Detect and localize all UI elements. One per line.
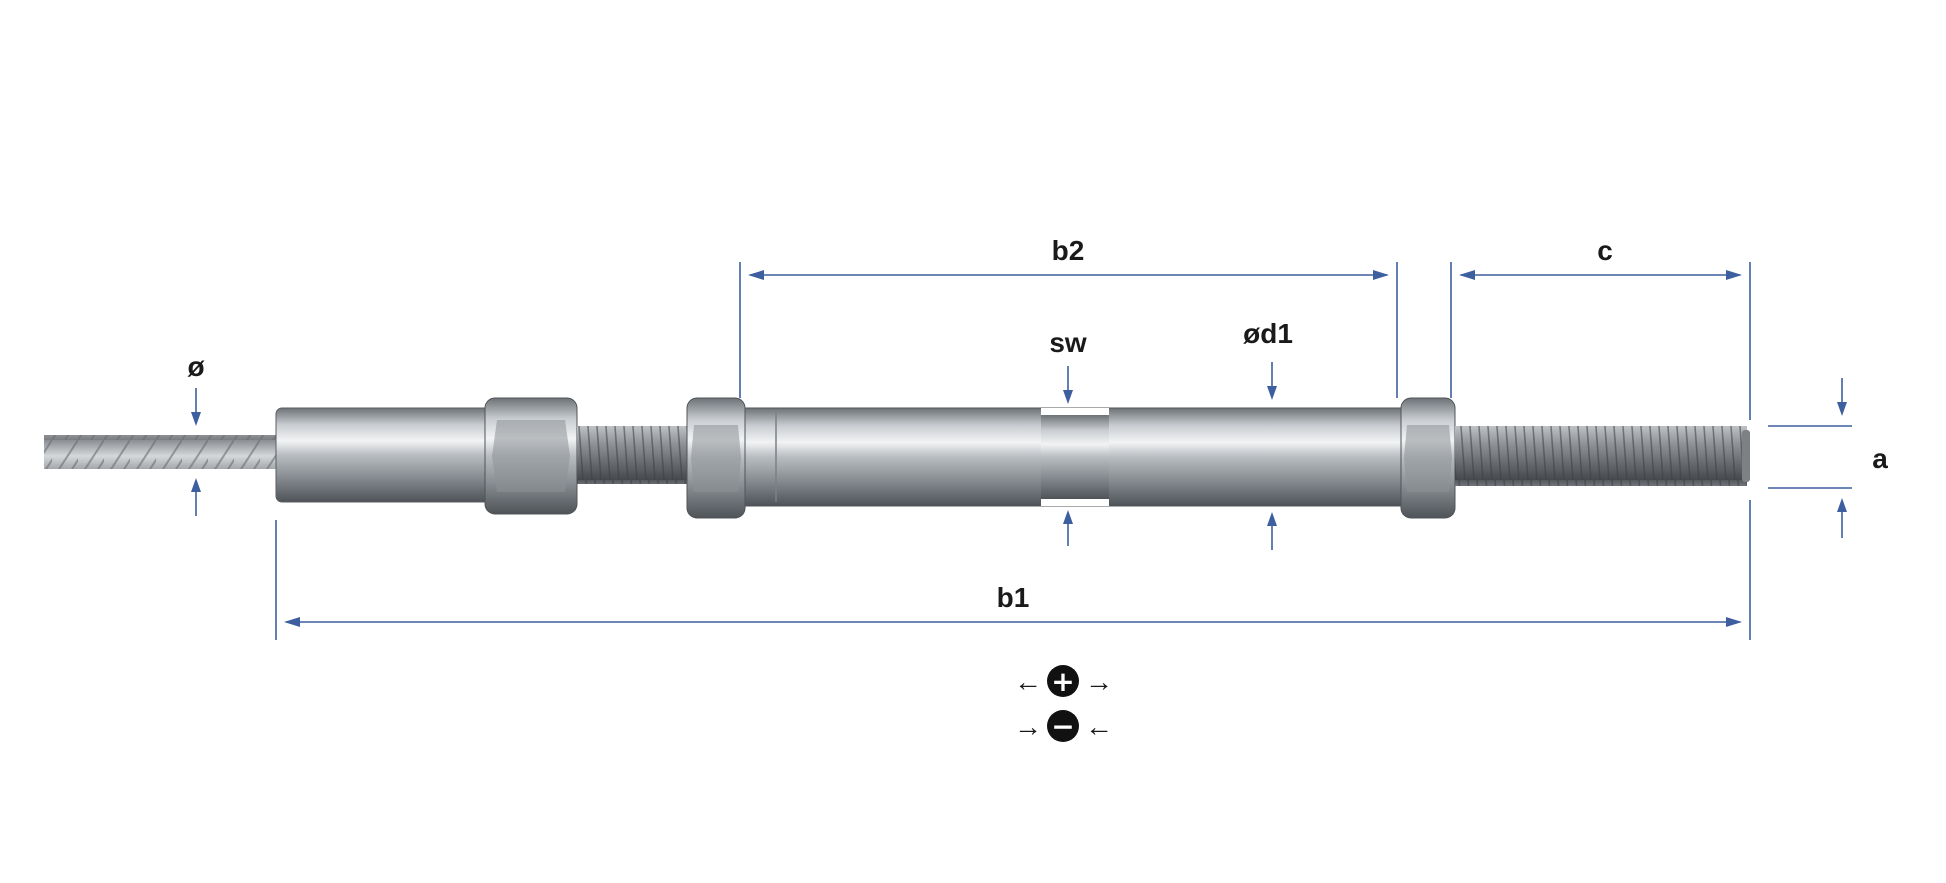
- turnbuckle-body: [744, 407, 1402, 507]
- arrow-left-icon: ←: [1085, 711, 1113, 742]
- label-b2: b2: [1052, 235, 1085, 266]
- swage-sleeve: [275, 407, 492, 503]
- dimension-a: [1837, 378, 1847, 538]
- dimension-lines: [191, 262, 1852, 640]
- arrow-left-icon: ←: [1014, 666, 1042, 697]
- dimension-d1: [1267, 362, 1277, 550]
- threaded-stud-right: [1455, 426, 1747, 486]
- dimension-b2: [748, 270, 1389, 280]
- loosen-row: → − ←: [1014, 710, 1113, 743]
- plus-circle-icon: [1047, 665, 1079, 697]
- hex-nut-left: [484, 397, 578, 515]
- dimension-c: [1459, 270, 1742, 280]
- lock-nut-right: [1400, 397, 1456, 519]
- label-c: c: [1597, 235, 1613, 266]
- threaded-stud-left: [577, 426, 693, 484]
- turnbuckle-part: [44, 397, 1750, 519]
- arrow-right-icon: →: [1085, 666, 1113, 697]
- tighten-row: ← + →: [1014, 665, 1113, 698]
- label-a: a: [1872, 443, 1888, 474]
- dimension-labels: ø b2 c sw ød1 a b1: [187, 235, 1888, 613]
- lock-nut-left: [686, 397, 746, 519]
- label-b1: b1: [997, 582, 1030, 613]
- dimension-cable-diameter: [191, 388, 201, 516]
- label-d1: ød1: [1243, 318, 1293, 349]
- adjustment-legend: ← + → → − ←: [1014, 665, 1113, 743]
- plus-symbol: +: [1051, 665, 1074, 698]
- minus-symbol: −: [1051, 710, 1074, 743]
- label-sw: sw: [1049, 327, 1087, 358]
- dimension-sw: [1063, 366, 1073, 546]
- wire-rope: [44, 435, 280, 469]
- dimension-b1: [284, 617, 1742, 627]
- arrow-right-icon: →: [1014, 711, 1042, 742]
- minus-circle-icon: [1047, 710, 1079, 742]
- label-cable-diameter: ø: [187, 351, 204, 382]
